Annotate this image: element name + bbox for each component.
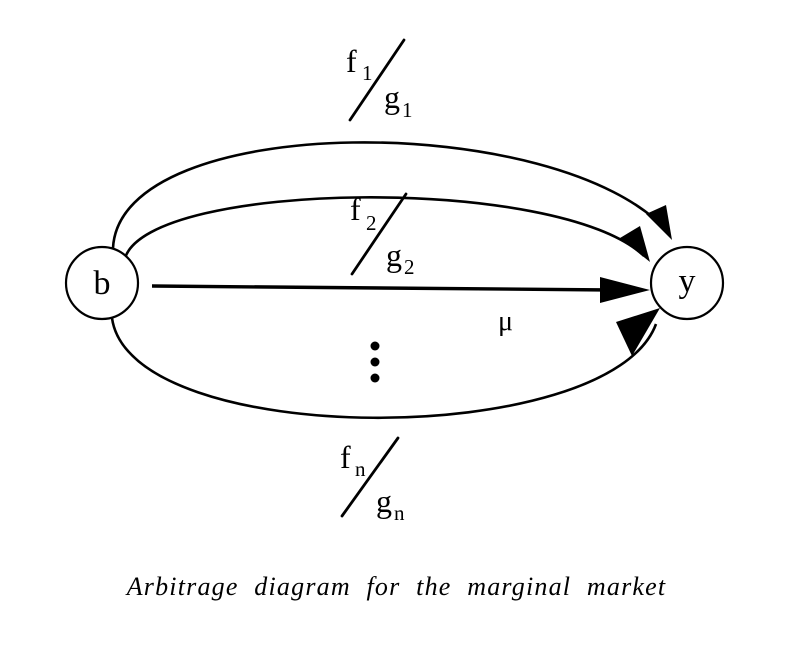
label-gn-denominator-sub: n (394, 501, 405, 525)
label-f1-numerator-sub: 1 (362, 61, 373, 85)
vertical-ellipsis-icon (370, 341, 380, 383)
node-b (64, 245, 140, 321)
label-fn-numerator-sub: n (355, 457, 366, 481)
label-f2-slash (350, 192, 408, 276)
edge-fn-gn (110, 317, 658, 420)
label-f1-g1: f 1 g 1 (346, 38, 413, 122)
edge-f2-g2 (123, 196, 645, 259)
label-g2-denominator: g (386, 237, 402, 273)
label-f2-g2: f 2 g 2 (350, 191, 415, 279)
label-g2-denominator-sub: 2 (404, 255, 415, 279)
label-f2-numerator: f (350, 191, 361, 227)
label-mu: μ (498, 306, 513, 337)
edge-mu (151, 284, 613, 292)
edge-f2-g2-arrowhead (620, 226, 650, 262)
label-f1-slash (348, 38, 406, 122)
label-g1-denominator-sub: 1 (402, 98, 413, 122)
edge-f1-g1-arrowhead (646, 205, 672, 240)
node-b-label: b (94, 265, 111, 302)
label-f2-numerator-sub: 2 (366, 211, 377, 235)
edge-mu-arrowhead (600, 277, 650, 303)
edge-f1-g1 (111, 141, 669, 249)
label-gn-denominator: g (376, 483, 392, 519)
node-y (649, 245, 725, 321)
figure-caption: Arbitrage diagram for the marginal marke… (126, 572, 667, 601)
label-fn-gn: f n g n (340, 436, 405, 525)
edge-fn-gn-arrowhead (616, 308, 660, 356)
label-fn-slash (340, 436, 400, 518)
label-g1-denominator: g (384, 79, 400, 115)
label-f1-numerator: f (346, 43, 357, 79)
node-y-label: y (679, 263, 696, 300)
label-fn-numerator: f (340, 439, 351, 475)
